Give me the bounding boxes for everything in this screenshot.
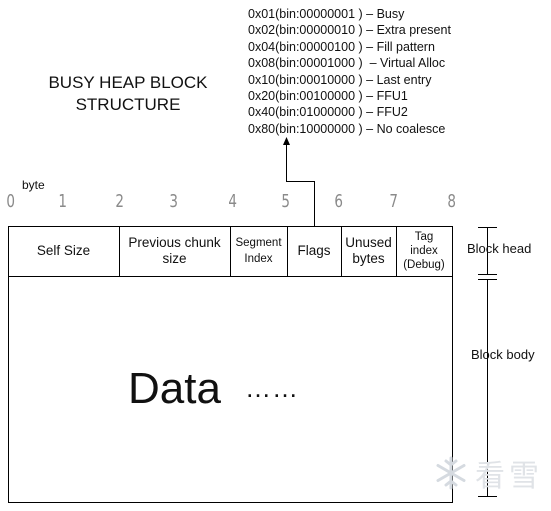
snowflake-icon [436,456,466,490]
watermark: 看雪 [433,451,543,495]
byte-tick: 6 [334,191,344,212]
field-tag-index: Tag index (Debug) [403,231,445,271]
title-line-2: STRUCTURE [75,95,181,114]
flags-connector [286,143,315,226]
byte-tick: 3 [169,191,179,212]
block-body-label: Block body [471,347,535,362]
watermark-text: 看雪 [475,460,543,493]
flag-definitions: 0x01(bin:00000001 ) – Busy 0x02(bin:0000… [248,6,451,137]
field-segment-index: Segment Index [235,237,282,265]
flag-definition: 0x20(bin:00100000 ) – FFU1 [248,89,408,104]
byte-tick: 2 [115,191,125,212]
byte-tick: 0 [6,191,16,212]
byte-tick: 4 [228,191,238,212]
field-self-size: Self Size [36,243,91,258]
flag-definition: 0x08(bin:00001000 ) – Virtual Alloc [248,56,446,71]
flag-definition: 0x04(bin:00000100 ) – Fill pattern [248,39,435,54]
flag-definition: 0x40(bin:01000000 ) – FFU2 [248,105,408,120]
field-flags: Flags [297,243,331,258]
flag-definition: 0x01(bin:00000001 ) – Busy [248,7,405,21]
flag-definition: 0x02(bin:00000010 ) – Extra present [248,23,451,38]
diagram-title: BUSY HEAP BLOCK STRUCTURE [40,72,216,116]
byte-axis-label: byte [22,178,45,192]
heap-block: Self Size Previous chunk size Segment In… [8,226,453,502]
byte-tick: 7 [389,191,399,212]
byte-tick: 5 [281,191,291,212]
byte-tick: 1 [58,191,68,212]
field-unused-bytes: Unused bytes [345,235,392,266]
field-previous-chunk-size: Previous chunk size [128,235,221,266]
data-label: Data [128,364,221,413]
flag-definition: 0x10(bin:00010000 ) – Last entry [248,72,432,87]
byte-tick: 8 [447,191,457,212]
title-line-1: BUSY HEAP BLOCK [48,73,208,92]
arrow-head-icon [283,137,290,145]
flag-definition: 0x80(bin:10000000 ) – No coalesce [248,121,446,136]
data-ellipsis: …… [245,373,299,403]
block-head-label: Block head [467,241,532,256]
